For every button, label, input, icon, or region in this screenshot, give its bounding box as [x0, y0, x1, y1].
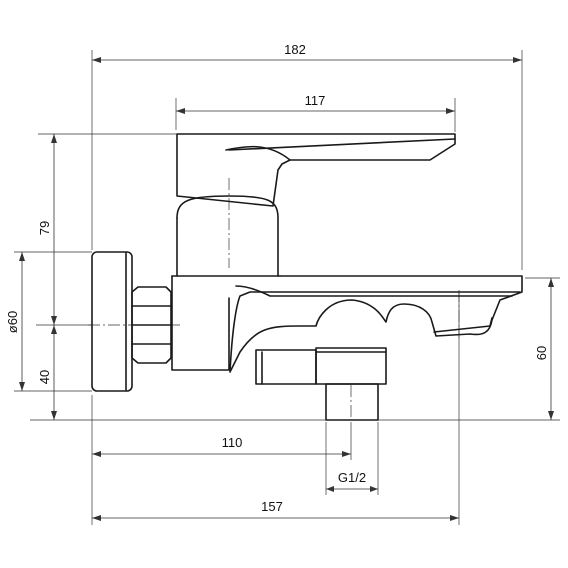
dim-thread: G1/2	[338, 470, 366, 485]
dim-flange-diameter: ø60	[5, 311, 20, 333]
g12-outlet	[325, 383, 379, 421]
cartridge-housing	[176, 195, 279, 277]
dim-lower-height: 40	[37, 370, 52, 384]
dim-lever-length: 117	[305, 93, 326, 108]
dimension-lines	[19, 57, 554, 521]
spout	[229, 275, 523, 373]
lever-handle	[176, 133, 456, 207]
dim-spout-height: 60	[534, 346, 549, 360]
spout-aerator	[433, 317, 493, 333]
faucet-body	[91, 133, 523, 421]
dim-spout-length: 157	[261, 499, 283, 514]
dim-height-to-lever: 79	[37, 221, 52, 235]
diverter-block	[315, 347, 387, 385]
dimension-labels: 182 117 79 ø60 40 60 110 G1/2 157	[5, 42, 549, 514]
mixer-column	[171, 275, 230, 371]
dim-overall-length: 182	[284, 42, 306, 57]
hex-connector	[131, 286, 172, 364]
dim-outlet-offset: 110	[222, 435, 243, 450]
diverter-knob	[255, 349, 317, 385]
